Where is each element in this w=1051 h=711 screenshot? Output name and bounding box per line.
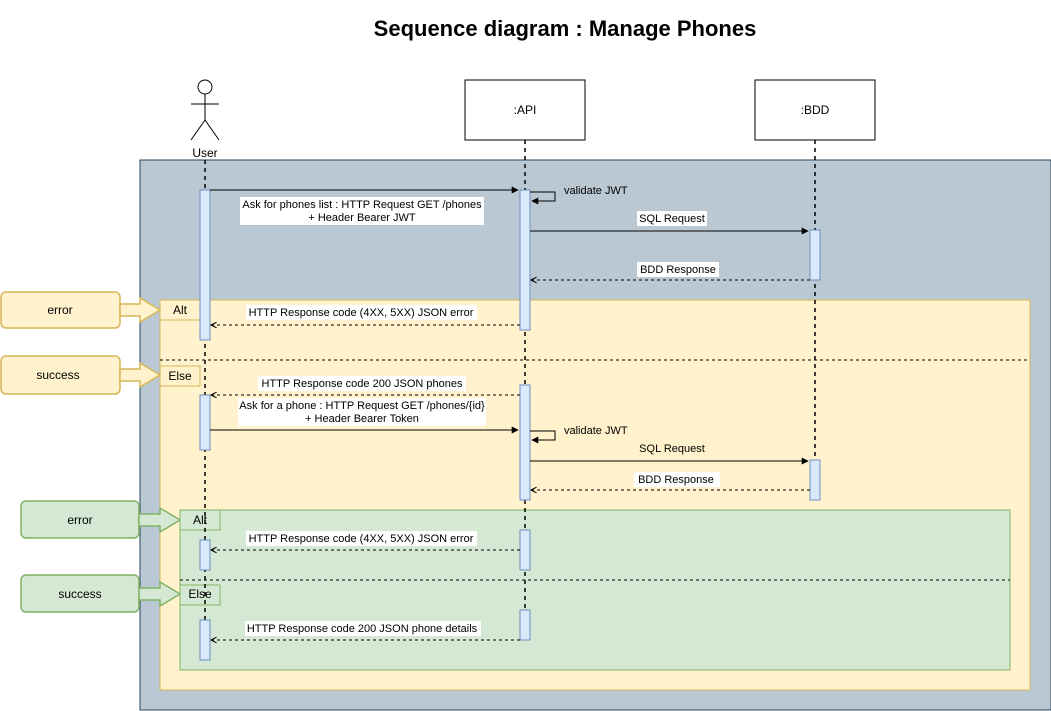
validate-jwt-label: validate JWT xyxy=(564,425,628,437)
success-response-label-bg xyxy=(258,376,466,391)
inner-alt-label: Alt xyxy=(193,513,208,527)
outer-success-callout-arrow xyxy=(119,361,162,389)
ask-phone-label-bg xyxy=(238,398,486,426)
inner-success-callout-label: success xyxy=(58,587,101,601)
bdd-activation xyxy=(809,229,821,281)
sql-request-label-bg xyxy=(637,441,707,456)
user-activation xyxy=(199,619,211,661)
bdd-participant-label: :BDD xyxy=(801,103,830,117)
error-response-label: HTTP Response code (4XX, 5XX) JSON error xyxy=(249,533,474,545)
user-activation xyxy=(199,189,211,341)
inner-error-callout-arrow xyxy=(138,506,182,534)
user-actor-head xyxy=(197,79,213,95)
api-activation xyxy=(519,529,531,571)
error-response-label-bg xyxy=(246,531,477,546)
ask-phones-list-label-2: + Header Bearer JWT xyxy=(308,212,416,224)
outer-error-callout-arrow xyxy=(119,296,162,324)
success-response-label-bg xyxy=(245,621,481,636)
ask-phones-list-label-bg xyxy=(240,197,484,225)
outer-else-tab xyxy=(159,365,201,387)
user-activation xyxy=(199,539,211,571)
outer-else-label: Else xyxy=(168,369,192,383)
user-actor-leg-left xyxy=(190,119,206,141)
validate-jwt-self-arrow xyxy=(530,430,556,444)
validate-jwt-self-arrow xyxy=(530,191,556,205)
inner-else-tab xyxy=(179,584,221,606)
error-response-label-bg xyxy=(246,305,477,320)
user-activation xyxy=(199,394,211,451)
inner-else-label: Else xyxy=(188,587,212,601)
bdd-response-label-bg xyxy=(637,262,719,277)
sql-request-label: SQL Request xyxy=(639,213,705,225)
success-response-label: HTTP Response code 200 JSON phone detail… xyxy=(247,623,478,635)
inner-error-callout-label: error xyxy=(67,513,92,527)
user-actor: User xyxy=(190,79,220,160)
api-activation xyxy=(519,609,531,641)
ask-phone-label-2: + Header Bearer Token xyxy=(305,413,419,425)
api-participant-box xyxy=(464,79,586,141)
user-actor-label: User xyxy=(192,146,217,160)
outer-success-callout-label: success xyxy=(36,368,79,382)
api-activation xyxy=(519,189,531,331)
ask-phone-label: Ask for a phone : HTTP Request GET /phon… xyxy=(239,400,485,412)
bdd-activation xyxy=(809,459,821,501)
validate-jwt-label: validate JWT xyxy=(564,185,628,197)
success-response-label: HTTP Response code 200 JSON phones xyxy=(262,378,463,390)
outer-alt-label: Alt xyxy=(173,303,188,317)
bdd-participant-box xyxy=(754,79,876,141)
diagram-title: Sequence diagram : Manage Phones xyxy=(373,16,757,41)
error-response-label: HTTP Response code (4XX, 5XX) JSON error xyxy=(249,307,474,319)
sql-request-label: SQL Request xyxy=(639,443,705,455)
outer-error-callout-label: error xyxy=(47,303,72,317)
api-participant-label: :API xyxy=(514,103,537,117)
user-actor-leg-right xyxy=(204,119,220,141)
bdd-response-label: BDD Response xyxy=(638,474,714,486)
sql-request-label-bg xyxy=(637,211,707,226)
bdd-response-label: BDD Response xyxy=(640,264,716,276)
ask-phones-list-label: Ask for phones list : HTTP Request GET /… xyxy=(242,199,482,211)
inner-success-callout-arrow xyxy=(138,580,182,608)
api-activation xyxy=(519,384,531,501)
bdd-response-label-bg xyxy=(634,472,720,487)
